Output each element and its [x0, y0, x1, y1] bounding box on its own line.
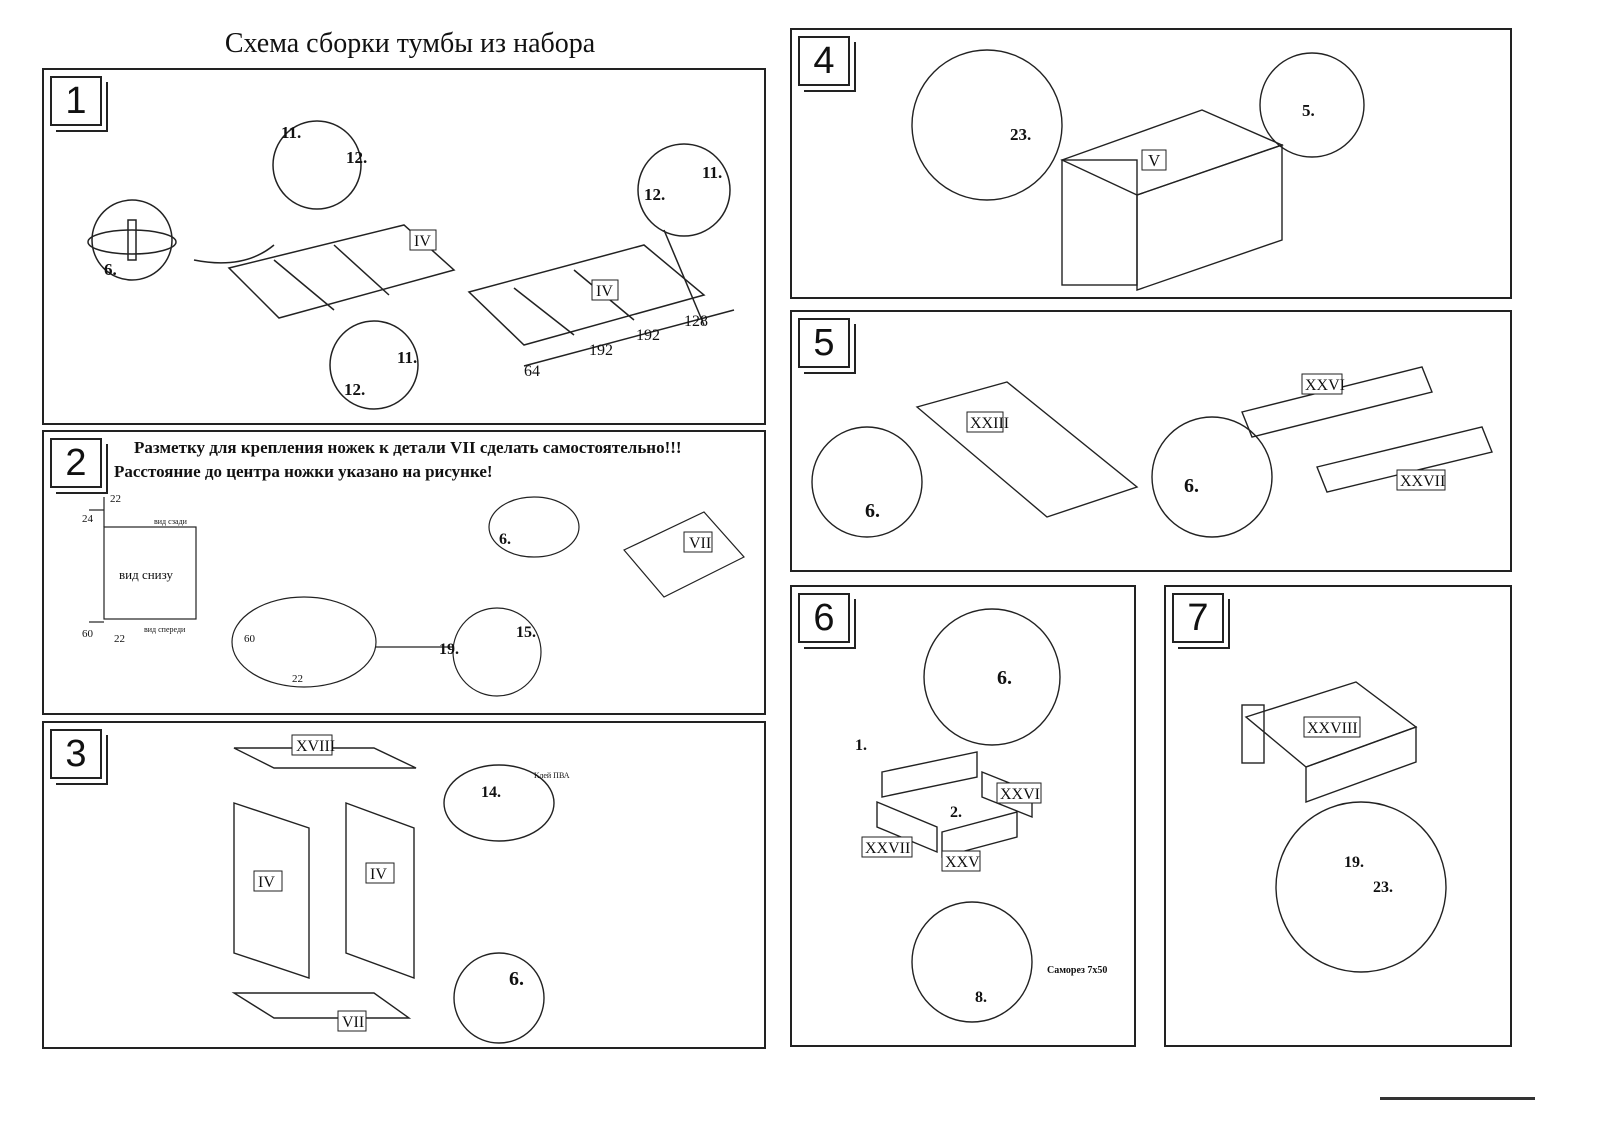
part-label-xxvi: XXVI — [1305, 377, 1345, 394]
step-2-drawing: 22 24 вид сзади вид снизу вид спереди 60… — [82, 493, 745, 697]
part-label-vii: VII — [342, 1014, 364, 1031]
label-foot-15: 15. — [516, 624, 536, 641]
dim-64: 64 — [524, 363, 540, 380]
dim-22-bottom: 22 — [114, 633, 125, 645]
step-6-drawing: 1. 2. 6. XXVI XXVII XXV 8. Саморез 7x50 — [855, 608, 1107, 1023]
part-label-iv-left: IV — [258, 874, 275, 891]
part-label-xxv: XXV — [945, 854, 980, 871]
step-5-drawing: XXIII XXVI XXVII 6. 6. — [811, 366, 1493, 538]
label-screw-11: 11. — [281, 123, 301, 142]
part-label-iv-a: IV — [414, 233, 431, 250]
dim-128: 128 — [684, 313, 708, 330]
label-item-1: 1. — [855, 737, 867, 754]
label-nail-23: 23. — [1373, 879, 1393, 896]
part-label-xxiii: XXIII — [970, 415, 1009, 432]
part-label-iv-right: IV — [370, 866, 387, 883]
label-screw-11c: 11. — [702, 163, 722, 182]
step-1-panel: 1 11. 12. 6. 11. 12. 11. — [42, 68, 766, 425]
part-label-v: V — [1148, 151, 1161, 170]
dim-192-b: 192 — [636, 327, 660, 344]
step-number: 5 — [798, 318, 850, 368]
step-5-panel: 5 XXIII XXVI XXVII 6. 6. — [790, 310, 1512, 572]
label-screw-name: Саморез 7x50 — [1047, 965, 1107, 976]
label-dowel-6: 6. — [509, 968, 524, 990]
step-number: 4 — [798, 36, 850, 86]
part-label-xxvii: XXVII — [1400, 473, 1445, 490]
step-3-panel: 3 XVIII IV IV VII 14. Клей ПВА 6. — [42, 721, 766, 1049]
step-number: 3 — [50, 729, 102, 779]
step-4-panel: 4 23. 5. V — [790, 28, 1512, 299]
step-7-panel: 7 XXVIII 19. 23. — [1164, 585, 1512, 1047]
label-dowel-6b: 6. — [1184, 475, 1199, 497]
part-label-xxvii: XXVII — [865, 840, 910, 857]
step-3-drawing: XVIII IV IV VII 14. Клей ПВА 6. — [231, 734, 570, 1044]
part-label-xviii: XVIII — [296, 738, 335, 755]
step-4-drawing: 23. 5. V — [911, 49, 1365, 291]
dim-60-zoom: 60 — [244, 633, 256, 645]
label-screw-19: 19. — [1344, 854, 1364, 871]
step-6-panel: 6 1. 2. 6. XXVI XXVII XXV 8. Саморез 7x5… — [790, 585, 1136, 1047]
bottom-rule — [1380, 1097, 1535, 1100]
label-dowel-6a: 6. — [865, 500, 880, 522]
label-item-2: 2. — [950, 804, 962, 821]
dim-192-a: 192 — [589, 342, 613, 359]
dim-60-left: 60 — [82, 628, 94, 640]
dim-22-zoom: 22 — [292, 673, 303, 685]
part-label-iv-b: IV — [596, 283, 613, 300]
label-dowel-6: 6. — [104, 260, 117, 279]
label-screw-12c: 12. — [644, 185, 665, 204]
part-label-vii: VII — [689, 535, 711, 552]
label-glue-14: 14. — [481, 784, 501, 801]
label-screw-12b: 12. — [344, 380, 365, 399]
dim-22-top: 22 — [110, 493, 121, 505]
step-number: 2 — [50, 438, 102, 488]
label-screw-12: 12. — [346, 148, 367, 167]
step-2-note-1: Разметку для крепления ножек к детали VI… — [134, 438, 682, 457]
dim-24: 24 — [82, 513, 94, 525]
view-back: вид сзади — [154, 517, 188, 526]
page-title: Схема сборки тумбы из набора — [224, 28, 596, 59]
label-screw-11b: 11. — [397, 348, 417, 367]
part-label-xxvi: XXVI — [1000, 786, 1040, 803]
label-glue-tube: Клей ПВА — [534, 771, 570, 780]
part-label-xxviii: XXVIII — [1307, 720, 1358, 737]
step-1-drawing: 11. 12. 6. 11. 12. 11. 12. IV IV 64 192 … — [87, 120, 735, 410]
label-screw-8: 8. — [975, 989, 987, 1006]
label-cam-5: 5. — [1302, 101, 1315, 120]
label-dowel-6: 6. — [499, 531, 511, 548]
label-foot-19: 19. — [439, 641, 459, 658]
step-number: 6 — [798, 593, 850, 643]
label-nail-23: 23. — [1010, 125, 1031, 144]
view-bottom: вид снизу — [119, 567, 174, 582]
step-number: 1 — [50, 76, 102, 126]
step-number: 7 — [1172, 593, 1224, 643]
view-front: вид спереди — [144, 625, 186, 634]
step-2-note-2: Расстояние до центра ножки указано на ри… — [114, 462, 493, 481]
step-2-panel: 2 Разметку для крепления ножек к детали … — [42, 430, 766, 715]
label-dowel-6: 6. — [997, 667, 1012, 689]
step-7-drawing: XXVIII 19. 23. — [1241, 681, 1447, 973]
